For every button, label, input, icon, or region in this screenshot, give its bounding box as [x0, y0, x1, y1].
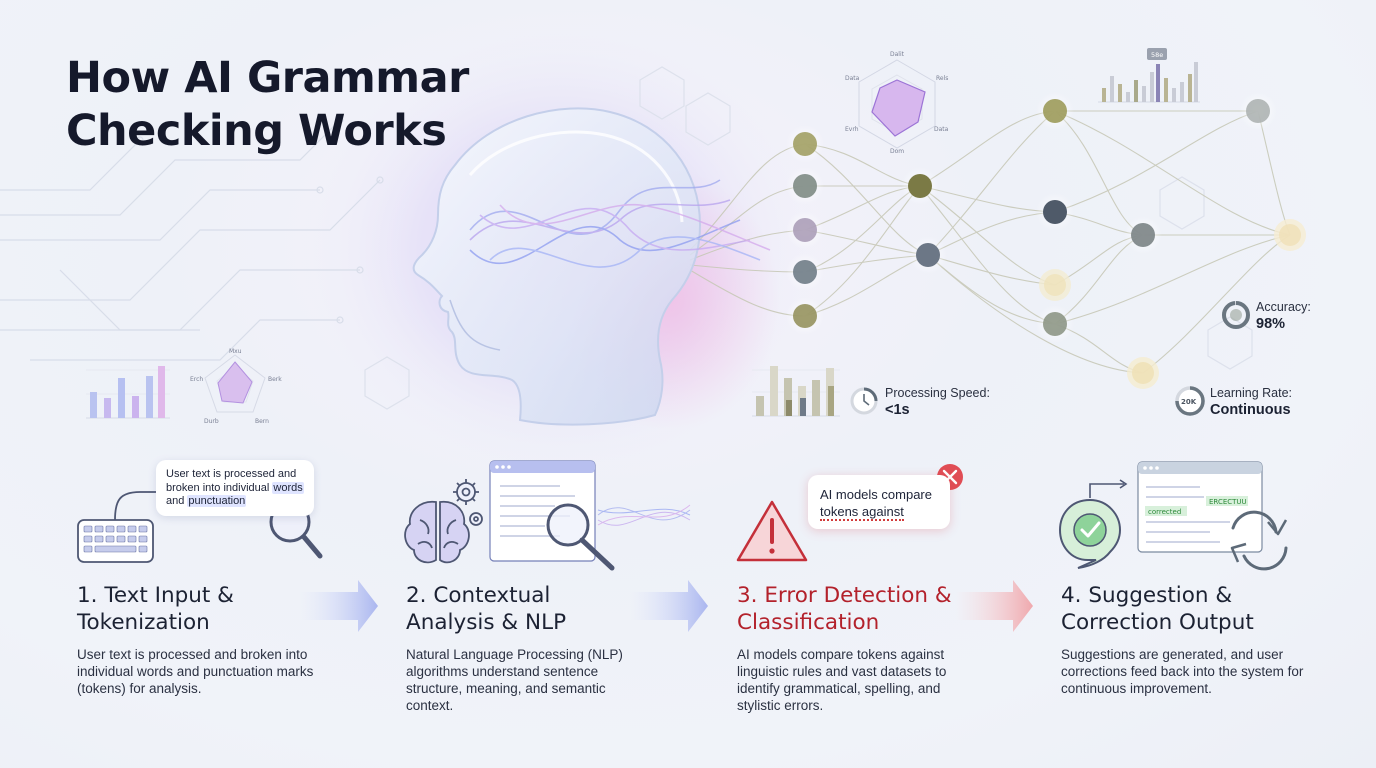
ai-head-illustration: [412, 107, 771, 426]
network-nodes: [786, 92, 1306, 389]
output-document-icon: [1137, 461, 1263, 553]
refresh-cycle-icon: [1230, 510, 1288, 571]
learning-rate-label: Learning Rate:: [1210, 386, 1293, 400]
correction-word-green: corrected: [1148, 508, 1181, 516]
step-4-title: 4. Suggestion & Correction Output: [1061, 583, 1254, 635]
accuracy-label: Accuracy:: [1256, 300, 1311, 314]
radar-top-label-tr: Rels: [936, 75, 948, 82]
step-2-description: Natural Language Processing (NLP) algori…: [406, 647, 623, 713]
radar-chart-top: Dalit Data Rels Evrh Data Dom: [845, 51, 949, 155]
step-4-description: Suggestions are generated, and user corr…: [1061, 647, 1304, 696]
radar-left-label-bl: Durb: [204, 418, 219, 425]
magnifier-icon-step2: [546, 503, 615, 571]
page-title: How AI Grammar Checking Works: [66, 53, 469, 156]
processing-speed-label: Processing Speed:: [885, 386, 990, 400]
radar-left-label-left: Erch: [190, 376, 203, 383]
checkmark-bubble-icon: [1058, 498, 1122, 569]
brain-icon: [404, 500, 470, 564]
learning-rate-stat: Learning Rate: Continuous: [1210, 385, 1292, 419]
token-words: words: [272, 481, 304, 494]
accuracy-stat: Accuracy: 98%: [1256, 299, 1311, 333]
mini-radar-left: Mxu Erch Berk Durb Bern: [190, 348, 282, 425]
tokenization-bubble-and: and: [166, 495, 188, 507]
accuracy-value: 98%: [1256, 316, 1286, 332]
clock-icon: [850, 387, 878, 415]
radar-left-label-br: Bern: [255, 418, 269, 425]
step-3-description: AI models compare tokens against linguis…: [737, 647, 947, 713]
accuracy-ring-icon: [1222, 301, 1250, 329]
arrow-right-icon: [1089, 479, 1128, 498]
flow-arrows: [300, 580, 1033, 632]
radar-top-label-bottom: Dom: [890, 148, 904, 155]
learning-rate-badge: 20K: [1181, 398, 1197, 406]
processing-speed-stat: Processing Speed: <1s: [885, 385, 990, 419]
output-doc-words: ERCECTUU corrected: [1148, 498, 1247, 516]
warning-triangle-icon: [736, 500, 808, 562]
radar-top-label-r: Data: [934, 126, 949, 133]
radar-left-label-top: Mxu: [229, 348, 242, 355]
radar-top-label-l: Evrh: [845, 126, 859, 133]
mini-bar-chart-top: 58e: [1098, 48, 1200, 103]
tokenization-bubble: User text is processed and broken into i…: [156, 460, 314, 516]
hexagon-pattern: [364, 66, 1253, 410]
tokenization-bubble-text: User text is processed and broken into i…: [166, 468, 297, 494]
data-wave-icon: [597, 504, 691, 526]
keyboard-icon: [77, 491, 158, 563]
radar-top-label-tl: Data: [845, 75, 860, 82]
error-bubble-line2: tokens against: [820, 504, 904, 521]
token-punctuation: punctuation: [187, 495, 247, 507]
radar-left-label-right: Berk: [268, 376, 282, 383]
step-1-title: 1. Text Input & Tokenization: [77, 583, 234, 635]
step-2-title: 2. Contextual Analysis & NLP: [406, 583, 567, 635]
learning-rate-value: Continuous: [1210, 402, 1291, 418]
processing-speed-value: <1s: [885, 402, 910, 418]
gear-icon: [453, 479, 483, 526]
chart-badge: 58e: [1151, 51, 1163, 59]
mini-bar-chart-middle: [752, 366, 840, 417]
learning-rate-ring-icon: 20K: [1175, 386, 1205, 416]
step-3-title: 3. Error Detection & Classification: [737, 583, 952, 635]
error-bubble-line1: AI models compare: [820, 487, 932, 502]
circuit-lines: [0, 116, 384, 361]
correction-word-top: ERCECTUU: [1209, 498, 1247, 506]
mini-bar-chart-left: [86, 366, 170, 419]
radar-top-label-top: Dalit: [890, 51, 905, 58]
step-1-description: User text is processed and broken into i…: [77, 647, 314, 696]
error-bubble: AI models compare tokens against: [808, 475, 950, 529]
